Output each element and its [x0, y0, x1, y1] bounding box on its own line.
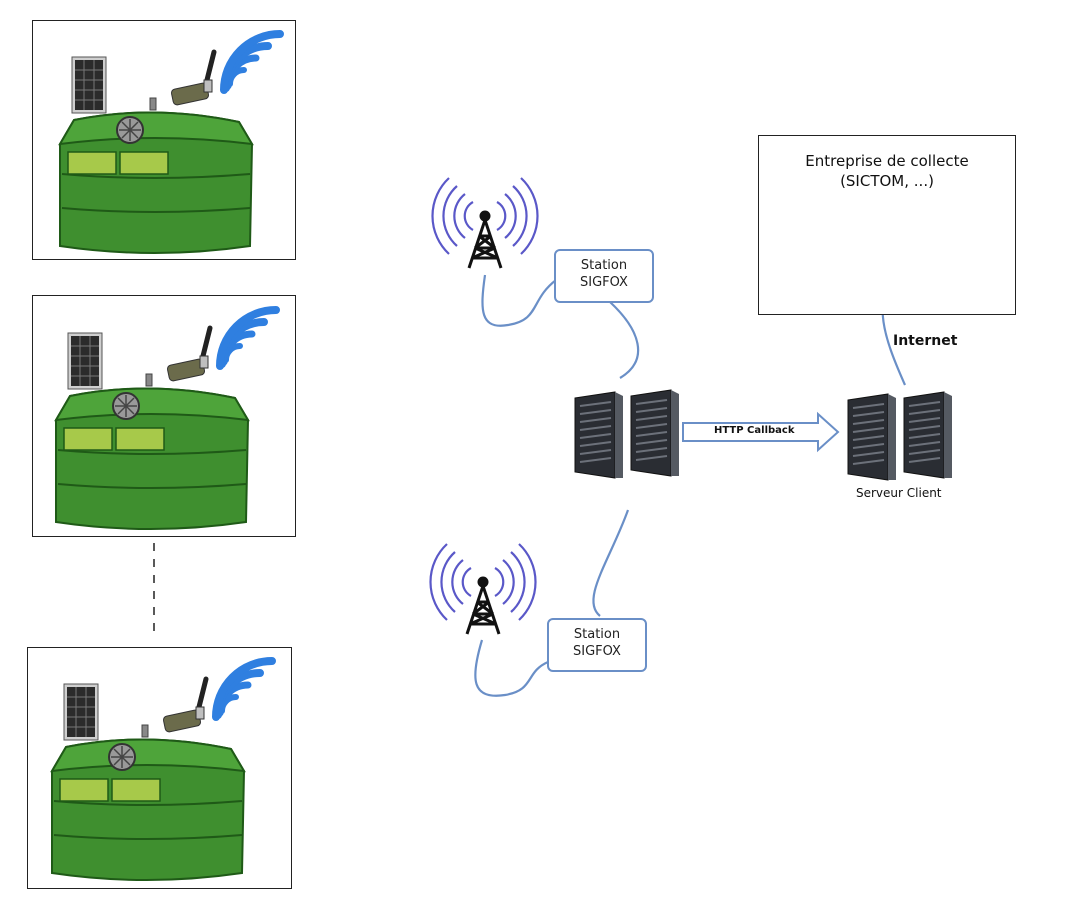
station-label-line1: Station [573, 627, 621, 642]
sigfox-station-bottom: Station SIGFOX [547, 618, 647, 672]
client-server-label: Serveur Client [856, 486, 942, 500]
radio-tower-bottom [428, 542, 538, 636]
company-title: Entreprise de collecte (SICTOM, ...) [759, 151, 1015, 191]
radio-tower-top [430, 176, 540, 270]
collection-company-box: Entreprise de collecte (SICTOM, ...) [758, 135, 1016, 315]
sigfox-server [574, 389, 680, 479]
client-server [847, 391, 953, 481]
link-lines [474, 269, 907, 697]
company-name: Entreprise de collecte [805, 152, 969, 170]
internet-label: Internet [893, 333, 958, 349]
station-label-line2: SIGFOX [580, 275, 628, 290]
smart-bin-1 [60, 34, 280, 253]
http-callback-label: HTTP Callback [714, 425, 795, 436]
smart-bin-2 [56, 310, 276, 529]
station-label-line1: Station [580, 258, 628, 273]
sigfox-station-top: Station SIGFOX [554, 249, 654, 303]
company-examples: (SICTOM, ...) [840, 172, 934, 190]
arrow-right-icon [682, 411, 840, 453]
smart-bin-3 [52, 661, 272, 880]
station-label-line2: SIGFOX [573, 644, 621, 659]
